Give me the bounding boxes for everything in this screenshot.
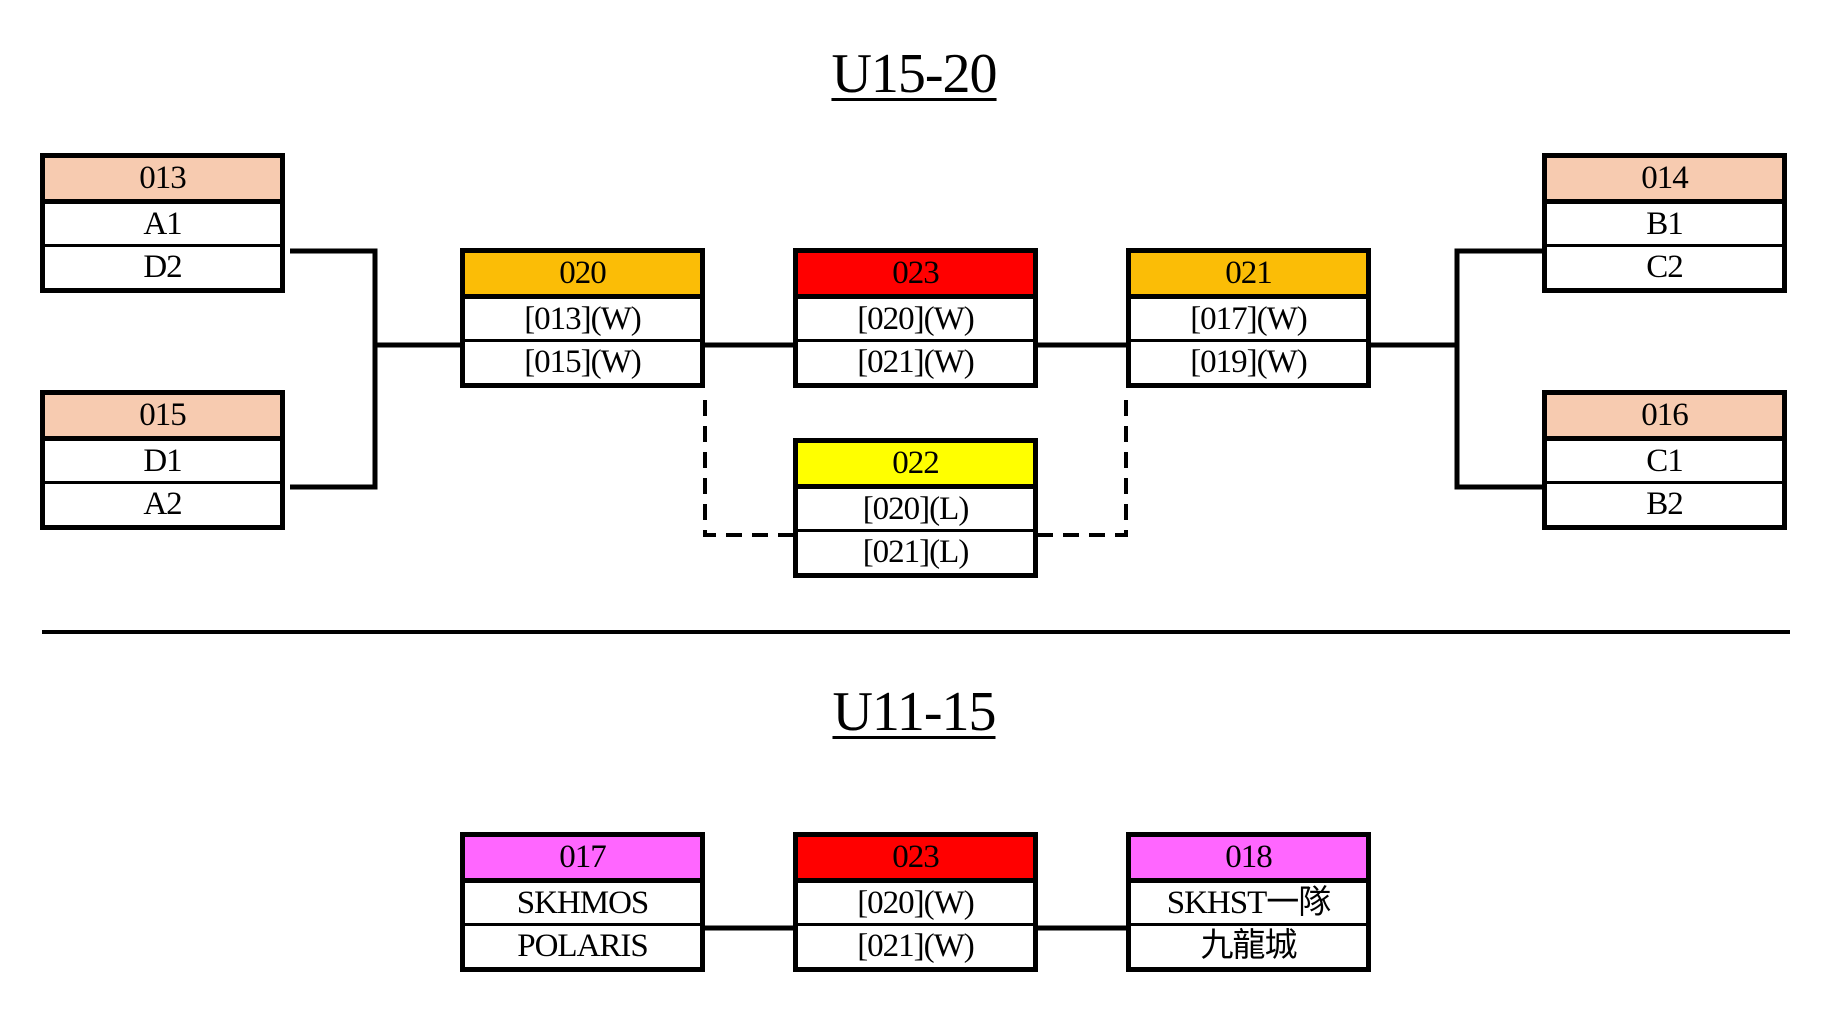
match-id: 015 <box>45 395 280 441</box>
team-slot: [020](L) <box>862 490 970 527</box>
team-slot: B1 <box>1646 205 1684 242</box>
match-id: 013 <box>45 158 280 204</box>
team-slot: A1 <box>143 205 182 242</box>
connector-015-020 <box>290 345 378 490</box>
section-divider <box>42 630 1790 634</box>
title-u11-15: U11-15 <box>832 681 996 743</box>
match-id: 017 <box>465 837 700 883</box>
connector-016-021 <box>1454 345 1542 490</box>
match-box-018: 018 SKHST一隊 九龍城 <box>1126 832 1371 972</box>
match-id: 022 <box>798 443 1033 489</box>
match-id: 023 <box>798 837 1033 883</box>
team-slot: C2 <box>1547 244 1782 288</box>
team-slot: B2 <box>1547 481 1782 525</box>
match-box-022-third-place: 022 [020](L) [021](L) <box>793 438 1038 578</box>
team-slot: A2 <box>45 481 280 525</box>
team-slot: [013](W) <box>524 300 642 337</box>
match-box-013: 013 A1 D2 <box>40 153 285 293</box>
loser-line-020-022 <box>703 400 793 537</box>
match-box-016: 016 C1 B2 <box>1542 390 1787 530</box>
match-id: 023 <box>798 253 1033 299</box>
team-slot: [019](W) <box>1131 339 1366 383</box>
match-box-023-u11: 023 [020](W) [021](W) <box>793 832 1038 972</box>
match-box-023-final: 023 [020](W) [021](W) <box>793 248 1038 388</box>
team-slot: [017](W) <box>1190 300 1308 337</box>
team-slot: POLARIS <box>465 923 700 967</box>
match-id: 018 <box>1131 837 1366 883</box>
match-box-017: 017 SKHMOS POLARIS <box>460 832 705 972</box>
team-slot: SKHMOS <box>516 884 650 921</box>
loser-line-021-022 <box>1038 400 1128 537</box>
connector-014-021 <box>1454 248 1542 345</box>
team-slot: [020](W) <box>857 884 975 921</box>
team-slot: D1 <box>143 442 182 479</box>
match-id: 021 <box>1131 253 1366 299</box>
team-slot: [020](W) <box>857 300 975 337</box>
match-box-014: 014 B1 C2 <box>1542 153 1787 293</box>
match-id: 016 <box>1547 395 1782 441</box>
title-u15-20: U15-20 <box>831 43 997 105</box>
team-slot: [021](W) <box>798 339 1033 383</box>
match-box-021: 021 [017](W) [019](W) <box>1126 248 1371 388</box>
team-slot: 九龍城 <box>1131 923 1366 967</box>
match-id: 014 <box>1547 158 1782 204</box>
team-slot: SKHST一隊 <box>1166 884 1332 921</box>
connector-013-020 <box>290 248 378 345</box>
team-slot: C1 <box>1646 442 1684 479</box>
match-box-020: 020 [013](W) [015](W) <box>460 248 705 388</box>
team-slot: [021](L) <box>798 529 1033 573</box>
team-slot: [021](W) <box>798 923 1033 967</box>
team-slot: [015](W) <box>465 339 700 383</box>
team-slot: D2 <box>45 244 280 288</box>
match-id: 020 <box>465 253 700 299</box>
match-box-015: 015 D1 A2 <box>40 390 285 530</box>
